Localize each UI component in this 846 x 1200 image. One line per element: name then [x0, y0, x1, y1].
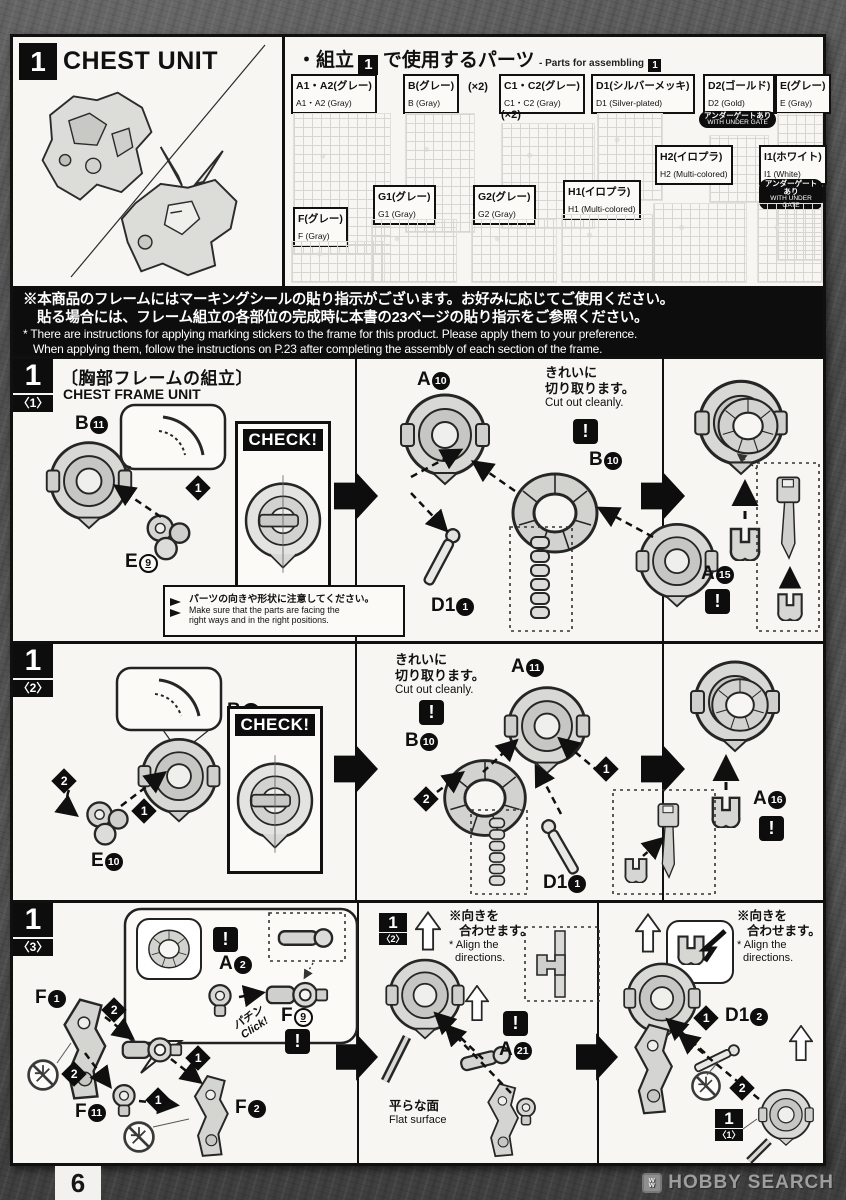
check-label: CHECK! — [243, 429, 323, 451]
warning-icon: ! — [759, 816, 784, 841]
flow-arrow-icon — [641, 471, 685, 521]
watermark-text: HOBBY SEARCH — [668, 1172, 834, 1193]
parts-panel: ・組立 1 で使用するパーツ - Parts for assembling 1 … — [285, 37, 831, 286]
step-badge-1-1: 1〈1〉 — [13, 359, 53, 412]
parts-title: ・組立 1 で使用するパーツ - Parts for assembling 1 — [297, 45, 662, 75]
watermark: ʬ HOBBY SEARCH — [642, 1172, 834, 1194]
warning-icon: ! — [503, 1011, 528, 1036]
sprue-h2 — [653, 203, 747, 283]
cut-cleanly-note: きれいに 切り取ります。 Cut out cleanly. — [395, 652, 485, 697]
prohibition-icon — [691, 1071, 721, 1101]
chest-unit-box: 1 CHEST UNIT — [13, 37, 285, 286]
part-label-d1: D1(シルバーメッキ)D1 (Silver-plated) — [591, 74, 695, 114]
flow-arrow-icon — [334, 471, 378, 521]
notice-jp-line2: 貼る場合には、フレーム組立の各部位の完成時に本書の23ページの貼り指示をご参照く… — [37, 310, 649, 327]
cut-cleanly-note: きれいに 切り取ります。 Cut out cleanly. — [545, 365, 635, 410]
hobby-search-logo-icon: ʬ — [642, 1173, 663, 1193]
part-label-h2: H2(イロプラ)H2 (Multi-colored) — [655, 145, 733, 185]
check-label: CHECK! — [235, 714, 315, 736]
align-directions-note: ※向きを 合わせます。 * Align the directions. — [449, 909, 533, 965]
direction-arrow-icon — [465, 985, 489, 1021]
notice-en-line2: When applying them, follow the instructi… — [33, 341, 603, 356]
sprue-f — [291, 241, 385, 283]
part-label-f: F(グレー)F (Gray) — [293, 207, 348, 247]
direction-arrow-icon — [635, 913, 661, 953]
sprue-g1 — [371, 219, 457, 283]
align-directions-note: ※向きを 合わせます。 * Align the directions. — [737, 909, 821, 965]
section-number-badge: 1 — [19, 43, 57, 80]
step-badge-1-3: 1〈3〉 — [13, 903, 53, 956]
part-label-e: E(グレー)E (Gray) — [775, 74, 831, 114]
check-figure: CHECK! — [227, 706, 323, 874]
flow-arrow-icon — [334, 744, 378, 794]
check-figure: CHECK! — [235, 421, 331, 599]
flow-arrow-icon — [641, 744, 685, 794]
part-label-g2: G2(グレー)G2 (Gray) — [473, 185, 536, 225]
part-qty-c1c2: (×2) — [501, 109, 521, 121]
prohibition-icon — [123, 1121, 155, 1153]
attention-chevrons-icon — [170, 595, 181, 620]
parts-title-badge: 1 — [358, 54, 379, 75]
part-label-i1: I1(ホワイト)I1 (White) — [759, 145, 827, 185]
chest-unit-illustration — [41, 44, 266, 278]
page-number: 6 — [55, 1166, 101, 1200]
part-label-a1a2: A1・A2(グレー)A1・A2 (Gray) — [291, 74, 377, 114]
step-1-2-diagram — [54, 644, 781, 900]
ref-badge-1-2: 1〈2〉 — [379, 913, 407, 945]
warning-icon: ! — [573, 419, 598, 444]
flat-surface-note: 平らな面 Flat surface — [389, 1099, 447, 1126]
step-panel-1-2: 1〈2〉 B11 2 1 E10 CHECK! きれいに 切り取ります。 Cut… — [13, 641, 823, 900]
warning-icon: ! — [285, 1029, 310, 1054]
marking-sticker-notice: ※本商品のフレームにはマーキングシールの貼り指示がございます。お好みに応じてご使… — [13, 286, 823, 356]
parts-title-en-badge: 1 — [648, 59, 662, 72]
direction-arrow-icon — [789, 1025, 813, 1061]
direction-arrow-icon — [415, 911, 441, 951]
part-label-c1c2: C1・C2(グレー)C1・C2 (Gray) — [499, 74, 585, 114]
ref-badge-1-1: 1〈1〉 — [715, 1109, 743, 1141]
step-badge-1-2: 1〈2〉 — [13, 644, 53, 697]
warning-icon: ! — [705, 589, 730, 614]
step-1-1-diagram — [45, 359, 820, 641]
notice-en-line1: * There are instructions for applying ma… — [23, 327, 638, 342]
part-qty-b: (×2) — [468, 81, 488, 93]
prohibition-icon — [27, 1059, 59, 1091]
step-title-en: CHEST FRAME UNIT — [63, 386, 201, 402]
part-label-b: B(グレー)B (Gray) — [403, 74, 460, 114]
warning-icon: ! — [419, 700, 444, 725]
sprue-i1 — [757, 203, 823, 283]
flow-arrow-icon — [576, 1033, 618, 1081]
warning-icon: ! — [213, 927, 238, 952]
part-label-d2: D2(ゴールド)D2 (Gold) — [703, 74, 776, 114]
orientation-note: パーツの向きや形状に注意してください。 Make sure that the p… — [163, 585, 405, 637]
sprue-g2 — [471, 219, 557, 283]
section-title: CHEST UNIT — [63, 47, 218, 75]
sprue-h1 — [561, 214, 655, 283]
notice-jp-line1: ※本商品のフレームにはマーキングシールの貼り指示がございます。お好みに応じてご使… — [23, 292, 674, 308]
step-title-jp: 〔胸部フレームの組立〕 — [61, 369, 253, 388]
instruction-sheet: 1 CHEST UNIT ・組立 1 で使用するパーツ - Parts for … — [10, 34, 831, 1166]
